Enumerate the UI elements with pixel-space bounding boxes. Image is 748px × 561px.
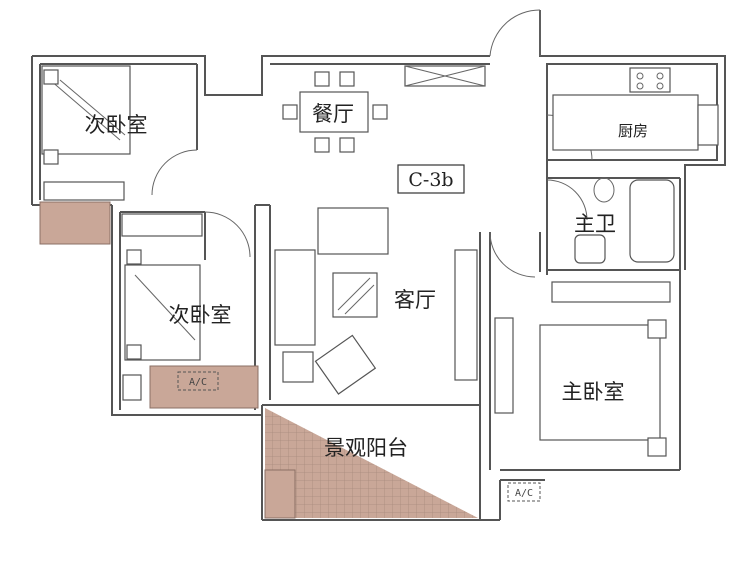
ac-label-2: A/C [515, 488, 533, 499]
label-secondary-bedroom-2: 次卧室 [169, 303, 232, 327]
plan-code-box [397, 164, 465, 194]
balcony-planter [264, 469, 296, 519]
ac-box-1 [177, 371, 219, 391]
label-living-room: 客厅 [394, 288, 436, 312]
bay-window-1 [39, 201, 111, 245]
label-master-bath: 主卫 [574, 212, 616, 236]
plan-code: C-3b [408, 169, 453, 191]
label-secondary-bedroom-1: 次卧室 [85, 113, 148, 137]
ac-platform-2 [149, 365, 259, 409]
ac-label-1: A/C [189, 377, 207, 388]
label-master-bedroom: 主卧室 [562, 380, 625, 404]
balcony-floor [265, 408, 478, 518]
label-dining-room: 餐厅 [312, 102, 354, 126]
label-balcony: 景观阳台 [324, 436, 408, 460]
furniture [41, 65, 719, 457]
ac-box-2 [507, 482, 541, 502]
walls [31, 10, 726, 521]
label-kitchen: 厨房 [618, 122, 648, 140]
